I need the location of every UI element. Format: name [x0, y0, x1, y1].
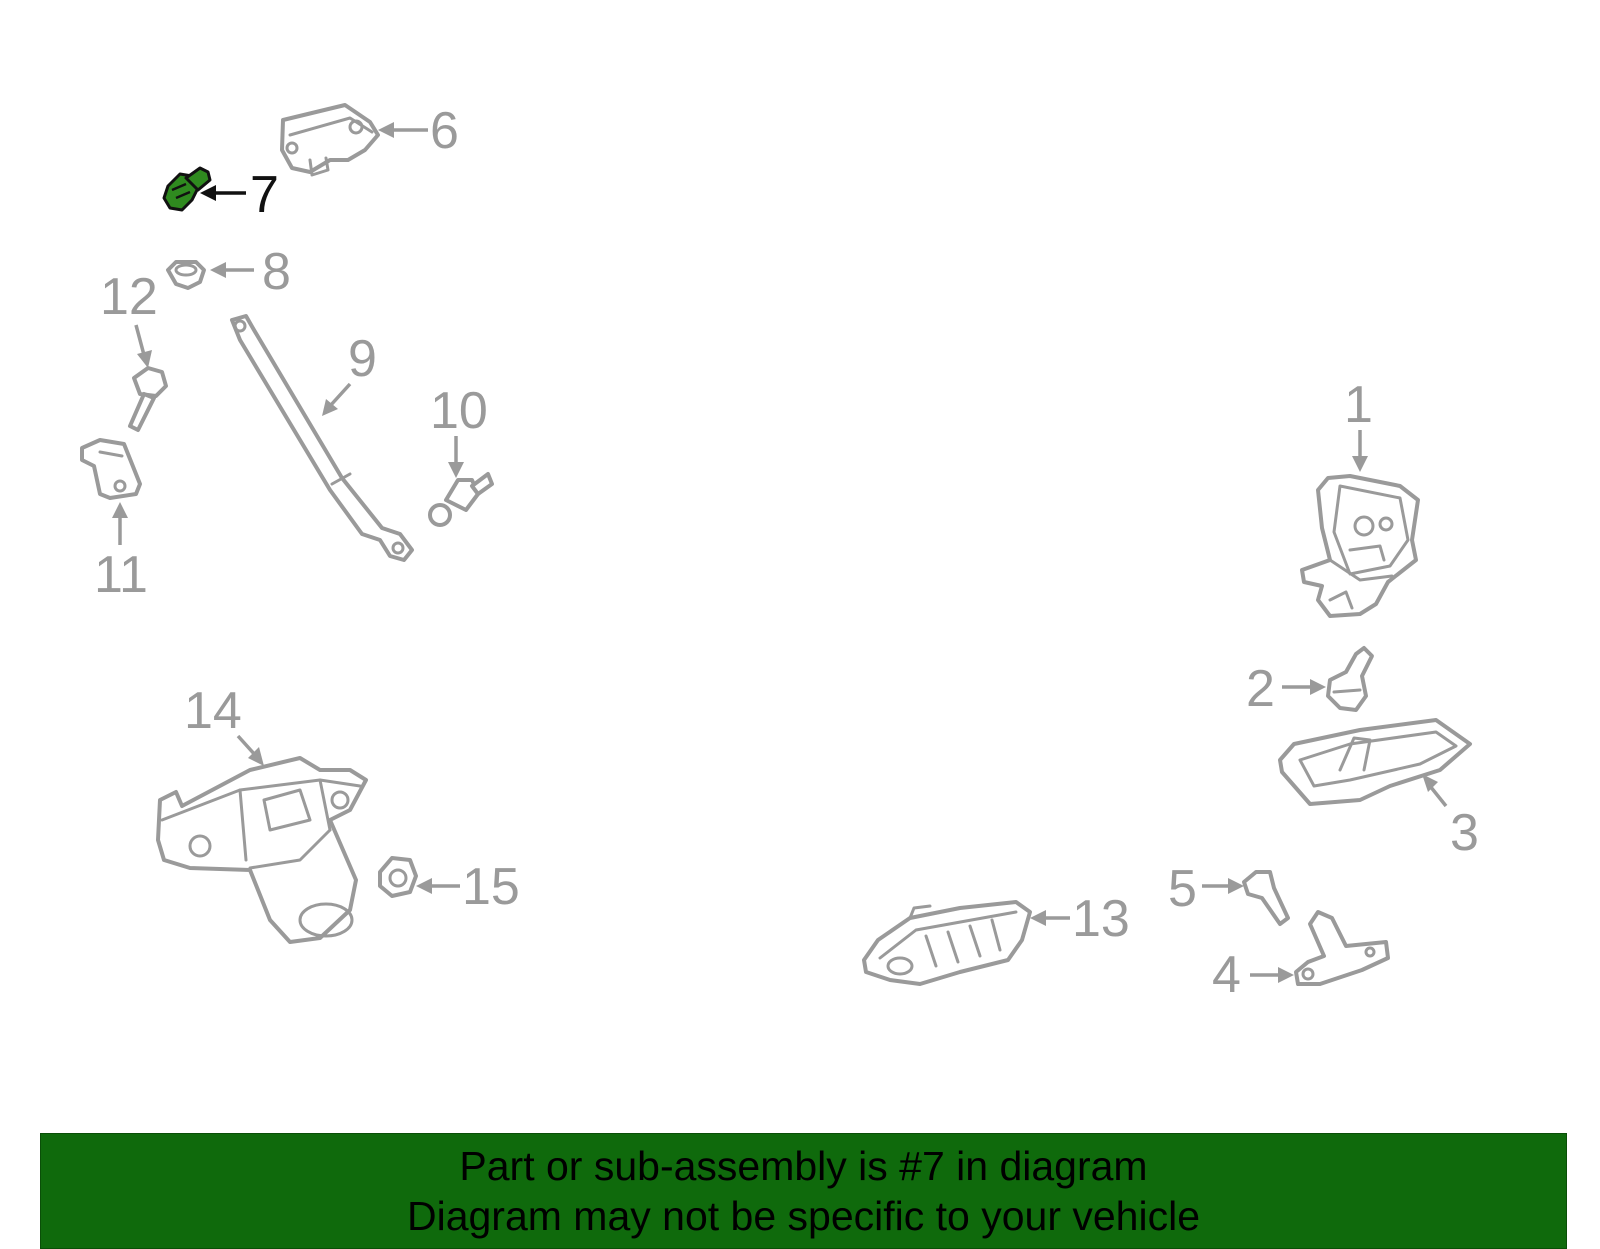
callout-12: 12 [100, 268, 158, 368]
callout-5: 5 [1168, 860, 1244, 918]
banner-disclaimer-text: Diagram may not be specific to your vehi… [406, 1193, 1200, 1239]
callout-6: 6 [378, 102, 459, 160]
callout-9: 9 [322, 330, 377, 416]
callout-3: 3 [1422, 774, 1479, 862]
part-4-bracket[interactable] [1294, 910, 1390, 986]
callout-8: 8 [210, 243, 291, 301]
part-14-motor[interactable] [156, 756, 368, 944]
callout-label-13: 13 [1072, 890, 1130, 948]
callout-label-1: 1 [1344, 376, 1373, 434]
callout-2: 2 [1246, 660, 1326, 718]
callout-label-15: 15 [462, 858, 520, 916]
callout-1: 1 [1344, 376, 1373, 472]
part-7-bolt[interactable] [162, 166, 212, 212]
callout-label-9: 9 [348, 330, 377, 388]
callout-label-11: 11 [94, 546, 148, 604]
part-13-handle[interactable] [862, 900, 1032, 986]
part-2-striker-bolt[interactable] [1326, 646, 1374, 712]
part-5-bolt[interactable] [1242, 870, 1290, 926]
callout-label-4: 4 [1212, 946, 1241, 1004]
part-12-bolt[interactable] [128, 366, 168, 432]
callout-label-3: 3 [1450, 804, 1479, 862]
part-9-gas-strut[interactable] [230, 314, 414, 562]
callout-13: 13 [1030, 890, 1130, 948]
callout-10: 10 [430, 382, 488, 478]
callout-label-2: 2 [1246, 660, 1275, 718]
callout-15: 15 [416, 858, 520, 916]
part-6-bracket[interactable] [280, 103, 380, 177]
callout-label-5: 5 [1168, 860, 1197, 918]
callout-label-12: 12 [100, 268, 158, 326]
callout-7: 7 [200, 166, 279, 224]
banner-part-text: Part or sub-assembly is #7 in diagram [459, 1143, 1148, 1189]
parts-diagram: 6 7 8 12 11 [80, 102, 1479, 1004]
part-15-nut[interactable] [378, 856, 418, 898]
part-11-clip[interactable] [80, 438, 142, 500]
callout-label-14: 14 [184, 682, 242, 740]
part-3-striker-plate[interactable] [1278, 718, 1472, 806]
callout-label-8: 8 [262, 243, 291, 301]
part-10-ball-stud[interactable] [428, 472, 494, 527]
callout-11: 11 [94, 502, 148, 604]
callout-label-6: 6 [430, 102, 459, 160]
info-banner: Part or sub-assembly is #7 in diagram Di… [40, 1133, 1567, 1249]
part-8-grommet[interactable] [166, 260, 206, 290]
part-1-latch[interactable] [1300, 474, 1420, 618]
callout-label-10: 10 [430, 382, 488, 440]
callout-4: 4 [1212, 946, 1294, 1004]
callout-14: 14 [184, 682, 264, 766]
callout-label-7: 7 [250, 166, 279, 224]
